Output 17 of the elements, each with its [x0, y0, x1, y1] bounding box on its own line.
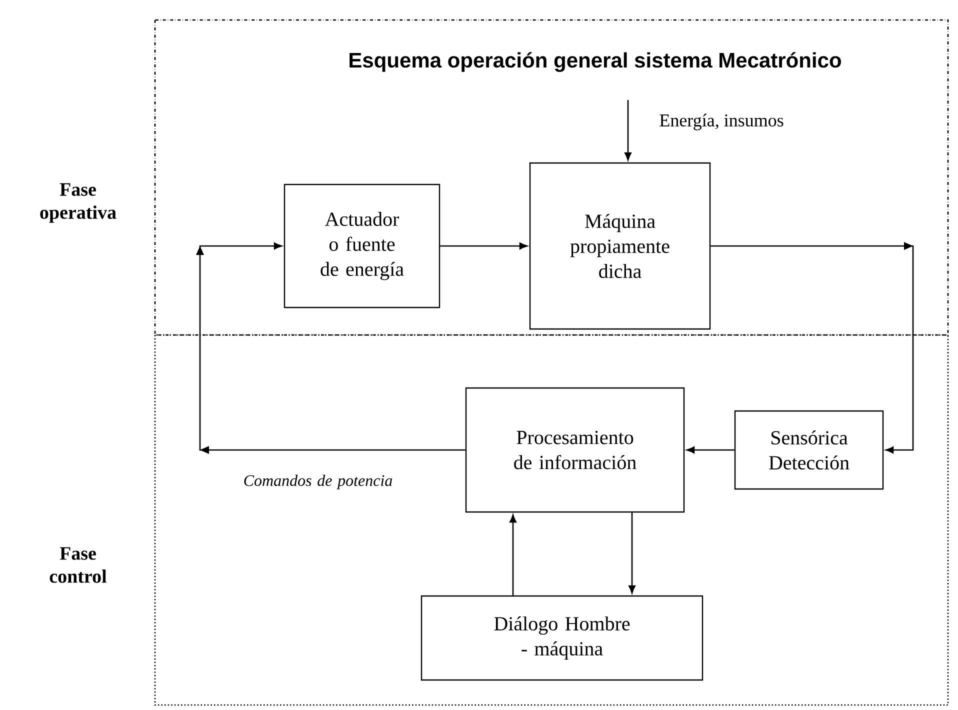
phase-label: Fase operativa: [40, 183, 116, 223]
arrow: [710, 242, 914, 454]
arrow: [440, 242, 528, 250]
edge-label: Energía, insumos: [660, 114, 784, 130]
arrow: [686, 446, 734, 454]
process-box: Máquina propiamente dicha: [529, 162, 711, 330]
arrow: [196, 242, 466, 454]
edge-label: Comandos de potencia: [244, 474, 392, 490]
process-box: Diálogo Hombre - máquina: [420, 595, 704, 681]
arrow: [510, 514, 516, 596]
arrow: [624, 100, 632, 161]
process-box: Actuador o fuente de energía: [284, 184, 440, 308]
arrow: [628, 512, 636, 594]
phase-label: Fase control: [50, 547, 107, 583]
title: Esquema operación general sistema Mecatrónico: [350, 52, 841, 72]
process-box: Sensórica Detección: [734, 410, 884, 490]
process-box: Procesamiento de información: [465, 387, 685, 513]
